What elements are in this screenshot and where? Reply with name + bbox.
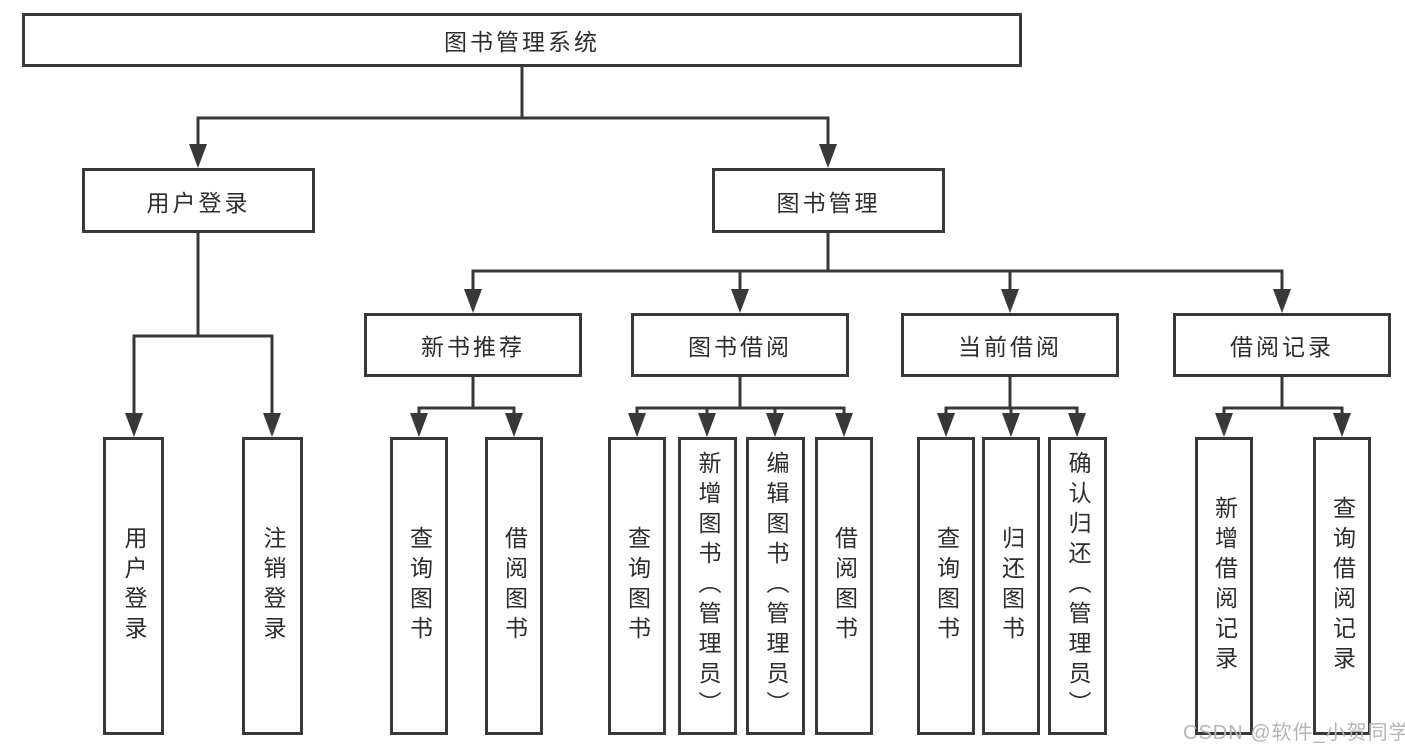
leaf-borrow-books-label: 借阅图书 — [831, 526, 858, 646]
node-current-borrowing: 当前借阅 — [901, 313, 1119, 377]
node-root-label: 图书管理系统 — [444, 29, 600, 55]
connector-login-to-leaves — [125, 233, 281, 437]
node-user-login-branch: 用户登录 — [82, 168, 315, 233]
leaf-return-books: 归还图书 — [982, 437, 1040, 735]
leaf-current-query-books: 查询图书 — [917, 437, 975, 735]
leaf-borrow-query-books-label: 查询图书 — [624, 526, 651, 646]
node-current-borrowing-label: 当前借阅 — [958, 334, 1062, 360]
leaf-borrow-query-books: 查询图书 — [608, 437, 666, 735]
leaf-edit-books-admin: 编辑图书（管理员） — [746, 437, 805, 735]
leaf-newbook-borrow-books: 借阅图书 — [485, 437, 543, 735]
connector-records-to-leaves — [1215, 377, 1351, 437]
node-user-login-label: 用户登录 — [146, 189, 251, 216]
leaf-edit-books-admin-label: 编辑图书（管理员） — [763, 451, 789, 721]
leaf-confirm-return-admin-label: 确认归还（管理员） — [1065, 451, 1091, 721]
node-book-management-label: 图书管理 — [776, 189, 881, 216]
node-new-book-recommend: 新书推荐 — [364, 313, 582, 377]
leaf-borrow-books: 借阅图书 — [815, 437, 873, 735]
node-new-book-recommend-label: 新书推荐 — [421, 334, 525, 360]
leaf-add-books-admin-label: 新增图书（管理员） — [695, 451, 721, 721]
csdn-watermark: CSDN @软件_小贺同学 — [1183, 722, 1405, 744]
leaf-add-books-admin: 新增图书（管理员） — [678, 437, 737, 735]
leaf-query-borrow-record: 查询借阅记录 — [1313, 437, 1371, 735]
leaf-newbook-query-books-label: 查询图书 — [406, 526, 433, 646]
connector-mgmt-to-sections — [464, 233, 1291, 313]
connector-borrow-to-leaves — [628, 377, 853, 437]
node-book-borrowing-label: 图书借阅 — [688, 334, 792, 360]
leaf-user-login: 用户登录 — [103, 437, 164, 735]
leaf-newbook-borrow-books-label: 借阅图书 — [501, 526, 528, 646]
leaf-confirm-return-admin: 确认归还（管理员） — [1048, 437, 1107, 735]
leaf-query-borrow-record-label: 查询借阅记录 — [1329, 496, 1356, 676]
leaf-return-books-label: 归还图书 — [998, 526, 1025, 646]
leaf-logout: 注销登录 — [242, 437, 303, 735]
leaf-logout-label: 注销登录 — [260, 526, 286, 646]
leaf-add-borrow-record-label: 新增借阅记录 — [1211, 496, 1238, 676]
node-book-borrowing: 图书借阅 — [631, 313, 849, 377]
node-borrowing-records: 借阅记录 — [1173, 313, 1391, 377]
leaf-newbook-query-books: 查询图书 — [390, 437, 448, 735]
connector-current-to-leaves — [937, 377, 1086, 437]
node-borrowing-records-label: 借阅记录 — [1230, 334, 1334, 360]
node-book-management-branch: 图书管理 — [712, 168, 945, 233]
node-root-system: 图书管理系统 — [22, 13, 1022, 67]
leaf-current-query-books-label: 查询图书 — [933, 526, 960, 646]
connector-newbook-to-leaves — [410, 377, 523, 437]
leaf-user-login-label: 用户登录 — [121, 526, 147, 646]
connector-root-to-level2 — [189, 67, 837, 168]
leaf-add-borrow-record: 新增借阅记录 — [1195, 437, 1253, 735]
